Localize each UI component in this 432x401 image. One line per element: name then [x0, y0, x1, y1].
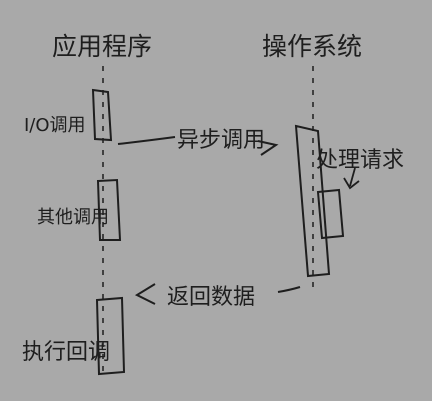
activation-box-io-call: [91, 88, 113, 142]
async-call-label: 异步调用: [177, 128, 265, 153]
other-call-label: 其他调用: [37, 207, 109, 228]
async-call-arrowhead: [257, 140, 279, 156]
return-data-arrowhead: [134, 283, 156, 305]
activation-box-callback: [95, 296, 126, 376]
application-lifeline-title: 应用程序: [52, 32, 152, 61]
activation-box-other-call: [96, 178, 122, 241]
async-call-arrow-line: [117, 136, 176, 145]
return-data-label: 返回数据: [167, 285, 255, 310]
activation-box-os-processing: [294, 124, 331, 278]
handle-request-pointer: [349, 167, 356, 187]
return-data-arrow-line: [277, 286, 301, 293]
callback-label: 执行回调: [22, 340, 110, 365]
handle-request-pointer-head: [343, 177, 360, 190]
activation-box-handle-request: [316, 188, 345, 240]
os-lifeline-title: 操作系统: [262, 32, 362, 61]
handle-request-label: 处理请求: [316, 148, 404, 173]
io-call-label: I/O调用: [24, 115, 86, 136]
